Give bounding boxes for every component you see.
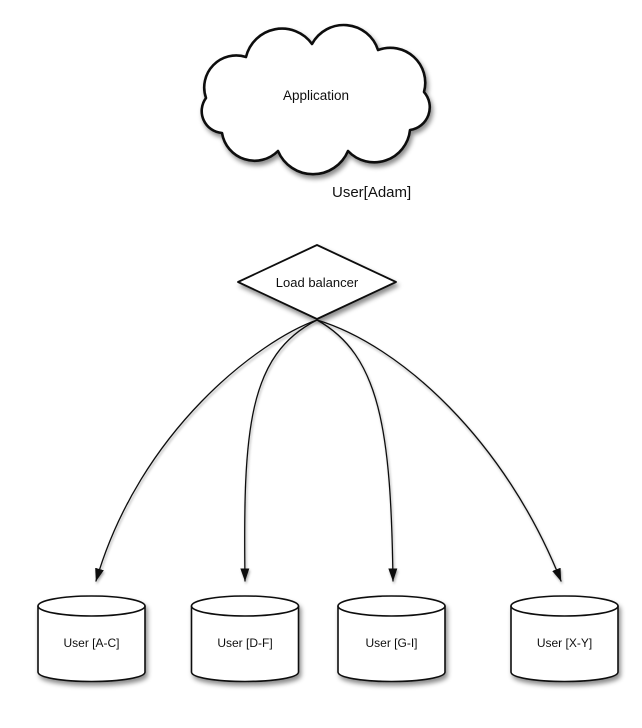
application-label: Application (283, 88, 349, 103)
shard-cylinder-1: User [A-C] (37, 595, 146, 683)
lb-to-shard2-arrow (240, 319, 318, 582)
cylinder-body (37, 606, 146, 683)
lb-to-shard-edges (95, 319, 562, 582)
request-label: User[Adam] (332, 184, 411, 201)
cylinder-top (190, 595, 300, 617)
load-balancer-label: Load balancer (276, 275, 359, 290)
lb-to-shard4-arrow (316, 319, 562, 582)
cylinder-body (510, 606, 619, 683)
cylinder-top (337, 595, 446, 617)
application-node: Application (200, 23, 432, 176)
shard-cylinder-2: User [D-F] (190, 595, 300, 683)
shard-cylinder-4: User [X-Y] (510, 595, 619, 683)
cylinder-body (190, 606, 300, 683)
lb-to-shard1-arrow (95, 319, 318, 582)
shard2-label: User [D-F] (217, 636, 272, 650)
cylinder-body (337, 606, 446, 683)
shard3-label: User [G-I] (365, 636, 417, 650)
cloud-shape (200, 23, 432, 176)
lb-to-shard3-arrow (316, 319, 398, 582)
shard1-label: User [A-C] (63, 636, 119, 650)
load-balancer-node: Load balancer (237, 244, 397, 320)
cylinder-top (510, 595, 619, 617)
cylinder-top (37, 595, 146, 617)
shard4-label: User [X-Y] (537, 636, 592, 650)
load-balancer-diamond (237, 244, 397, 320)
shard-cylinder-3: User [G-I] (337, 595, 446, 683)
